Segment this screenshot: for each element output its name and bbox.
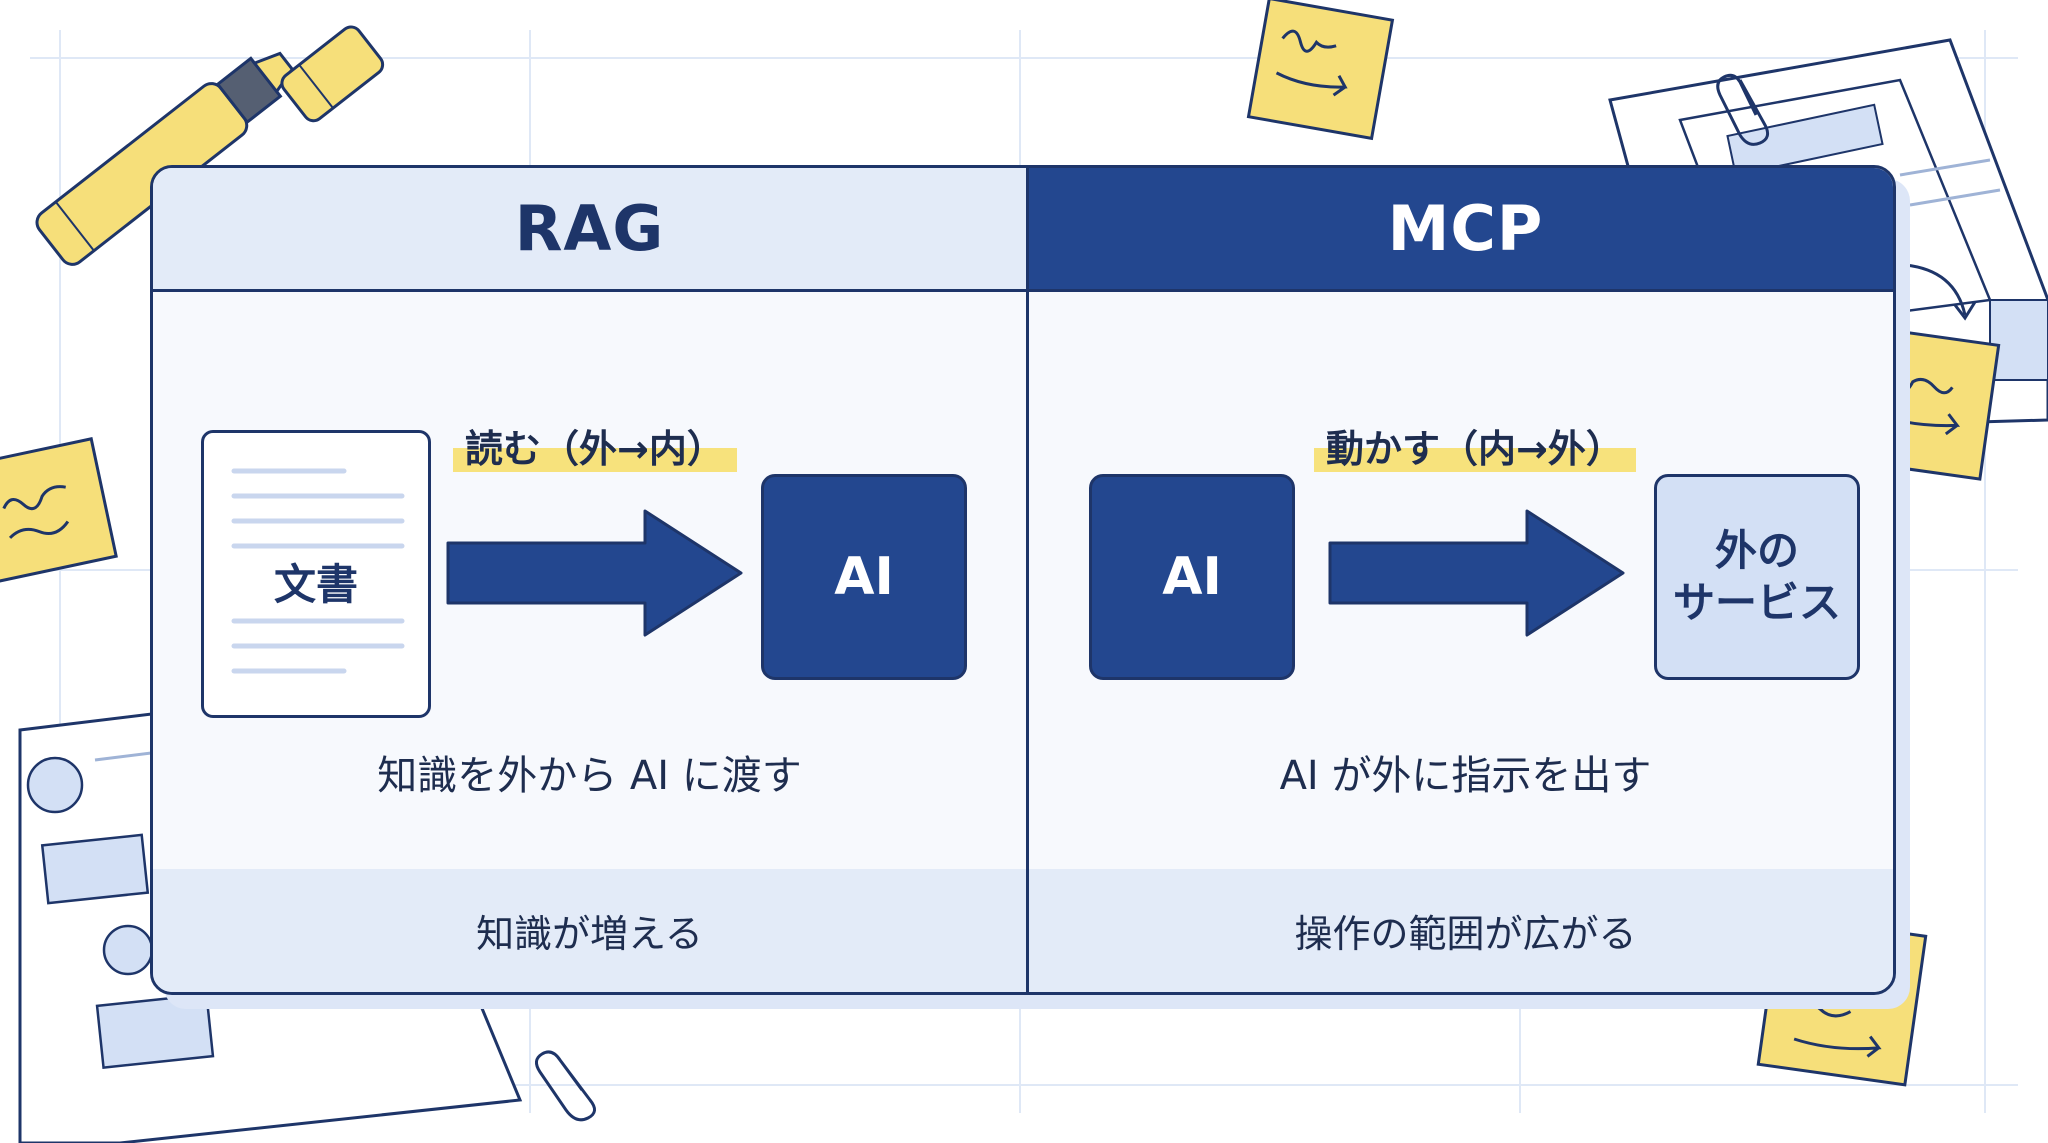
- rag-result: 知識が増える: [153, 869, 1026, 992]
- mcp-ai-box: AI: [1089, 474, 1295, 680]
- highlighter-icon: [35, 51, 295, 266]
- mcp-result: 操作の範囲が広がる: [1029, 869, 1893, 992]
- rag-description: 知識を外から AI に渡す: [377, 753, 802, 799]
- external-service-label-line1: 外の: [1714, 525, 1799, 575]
- document-icon: 文書: [201, 430, 431, 718]
- paperclip-top-icon: [1716, 73, 1770, 146]
- external-service-label-line2: サービス: [1672, 578, 1841, 627]
- mcp-column: MCP 動かす（内→外） AI 外の サービス AI が外に指示を出す 操作の範…: [1026, 168, 1893, 992]
- mcp-description: AI が外に指示を出す: [1279, 753, 1652, 799]
- mcp-arrow-icon: [1328, 509, 1625, 637]
- rag-column: RAG 読む（外→内） 文書 AI 知識を外から AI に渡す 知識が増え: [153, 168, 1026, 992]
- external-service-box: 外の サービス: [1654, 474, 1860, 680]
- sticky-note-left: [0, 437, 118, 583]
- rag-arrow-icon: [446, 509, 743, 637]
- document-label: 文書: [273, 560, 358, 609]
- comparison-card: RAG 読む（外→内） 文書 AI 知識を外から AI に渡す 知識が増え: [150, 165, 1896, 995]
- mcp-header: MCP: [1029, 168, 1893, 292]
- document-lines: [231, 468, 405, 674]
- rag-header: RAG: [153, 168, 1026, 292]
- paperclip-icon: [535, 1050, 596, 1122]
- sticky-note-top: [1246, 0, 1395, 141]
- mcp-direction-label: 動かす（内→外）: [1314, 418, 1636, 472]
- rag-direction-label: 読む（外→内）: [453, 418, 737, 472]
- rag-ai-box: AI: [761, 474, 967, 680]
- highlighter-cap-icon: [280, 25, 385, 123]
